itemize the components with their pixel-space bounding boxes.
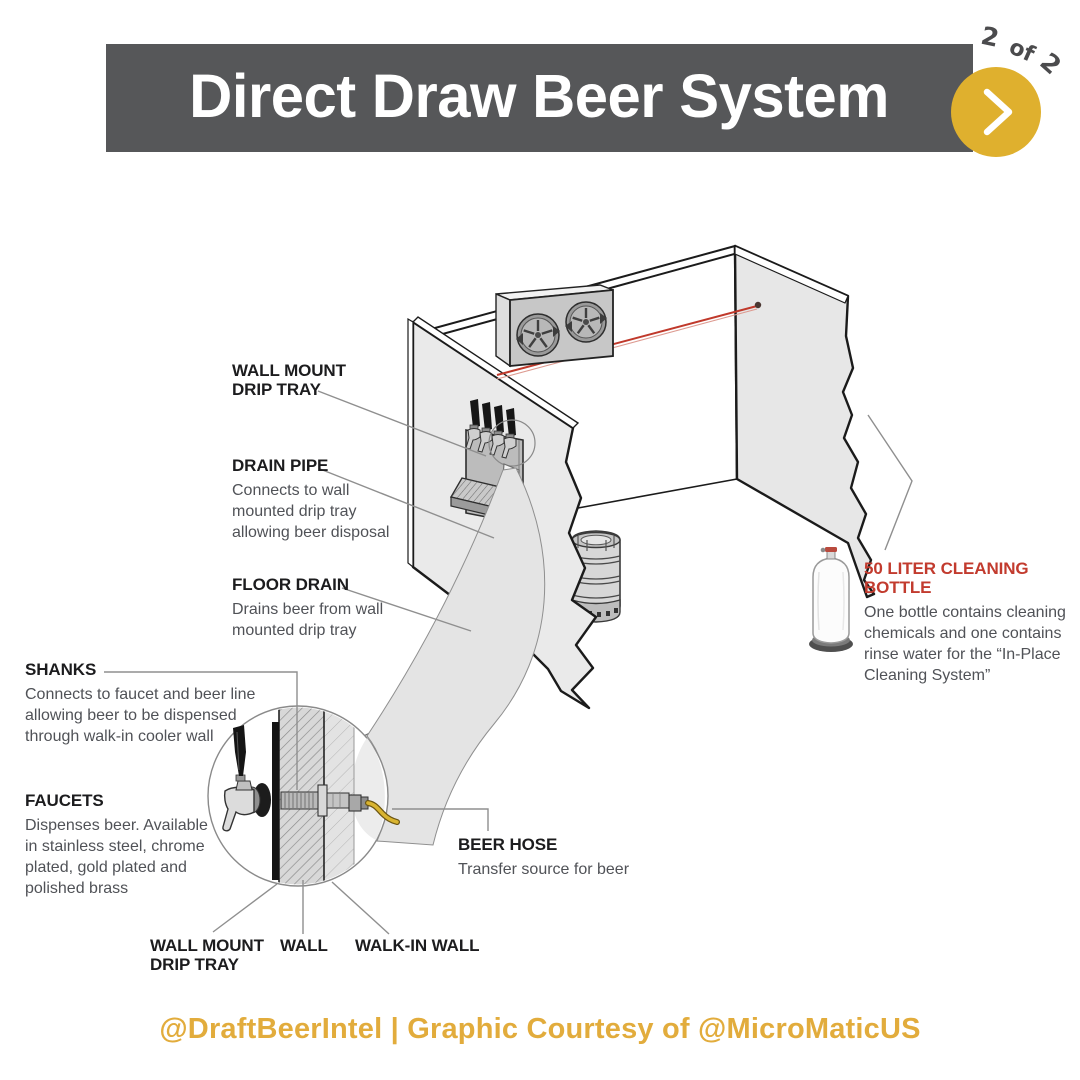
callout-wall: WALL bbox=[280, 936, 360, 955]
leader-line bbox=[212, 883, 278, 933]
callout-title: 50 LITER CLEANING BOTTLE bbox=[864, 559, 1029, 597]
detail-highlight-circle bbox=[488, 419, 536, 467]
callout-floor-drain: FLOOR DRAIN Drains beer from wall mounte… bbox=[232, 575, 410, 641]
callout-title: DRAIN PIPE bbox=[232, 456, 329, 475]
callout-cleaning-bottle: 50 LITER CLEANING BOTTLE One bottle cont… bbox=[864, 559, 1076, 686]
leader-line bbox=[867, 414, 913, 551]
callout-walk-in-wall: WALK-IN WALL bbox=[355, 936, 505, 955]
callout-body: One bottle contains cleaning chemicals a… bbox=[864, 604, 1066, 684]
cleaning-bottle-illustration bbox=[809, 547, 853, 652]
faucet-icon bbox=[465, 399, 481, 450]
leader-line bbox=[317, 390, 487, 457]
leader-line bbox=[341, 587, 472, 632]
callout-title: WALK-IN WALL bbox=[355, 936, 480, 955]
leader-line bbox=[392, 808, 489, 831]
callout-title: SHANKS bbox=[25, 660, 97, 679]
faucet-icon bbox=[501, 408, 517, 459]
credit-line: @DraftBeerIntel | Graphic Courtesy of @M… bbox=[159, 1013, 921, 1045]
callout-title: WALL bbox=[280, 936, 328, 955]
callout-title: FAUCETS bbox=[25, 791, 104, 810]
shank-assembly bbox=[280, 784, 369, 817]
fan-icon bbox=[516, 313, 560, 357]
cooling-unit bbox=[495, 284, 614, 368]
callout-body: Drains beer from wall mounted drip tray bbox=[232, 601, 384, 639]
callout-title: BEER HOSE bbox=[458, 835, 558, 854]
cross-section-detail bbox=[207, 705, 400, 887]
header-bar: Direct Draw Beer System bbox=[106, 44, 973, 152]
drip-tray-profile bbox=[272, 722, 279, 880]
callout-title: FLOOR DRAIN bbox=[232, 575, 349, 594]
next-page-button[interactable] bbox=[951, 67, 1041, 157]
beer-hose-illustration bbox=[365, 800, 400, 825]
callout-drain-pipe: DRAIN PIPE Connects to wall mounted drip… bbox=[232, 456, 400, 543]
callout-body: Transfer source for beer bbox=[458, 861, 630, 878]
faucet-icon bbox=[477, 402, 493, 453]
callout-shanks: SHANKS Connects to faucet and beer line … bbox=[25, 660, 265, 747]
right-wall bbox=[733, 244, 876, 599]
next-arrow-icon bbox=[983, 88, 1013, 136]
page-title: Direct Draw Beer System bbox=[189, 62, 890, 130]
callout-title: WALL MOUNT DRIP TRAY bbox=[232, 361, 346, 399]
leader-lines bbox=[104, 390, 913, 935]
fan-icon bbox=[565, 301, 607, 343]
callout-body: Dispenses beer. Available in stainless s… bbox=[25, 817, 208, 897]
callout-body: Connects to wall mounted drip tray allow… bbox=[232, 482, 390, 541]
callout-beer-hose: BEER HOSE Transfer source for beer bbox=[458, 835, 698, 880]
leader-line bbox=[104, 671, 298, 790]
callout-wall-mount-drip-tray: WALL MOUNT DRIP TRAY bbox=[232, 361, 357, 399]
leader-line bbox=[319, 468, 495, 539]
callout-wall-mount-drip-tray-bottom: WALL MOUNT DRIP TRAY bbox=[150, 936, 266, 974]
callout-faucets: FAUCETS Dispenses beer. Available in sta… bbox=[25, 791, 222, 899]
callout-title: WALL MOUNT DRIP TRAY bbox=[150, 936, 264, 974]
faucet-cross-section bbox=[222, 725, 271, 832]
leader-line bbox=[331, 881, 390, 935]
callout-body: Connects to faucet and beer line allowin… bbox=[25, 686, 256, 745]
zoom-cone-swoosh bbox=[366, 467, 546, 846]
